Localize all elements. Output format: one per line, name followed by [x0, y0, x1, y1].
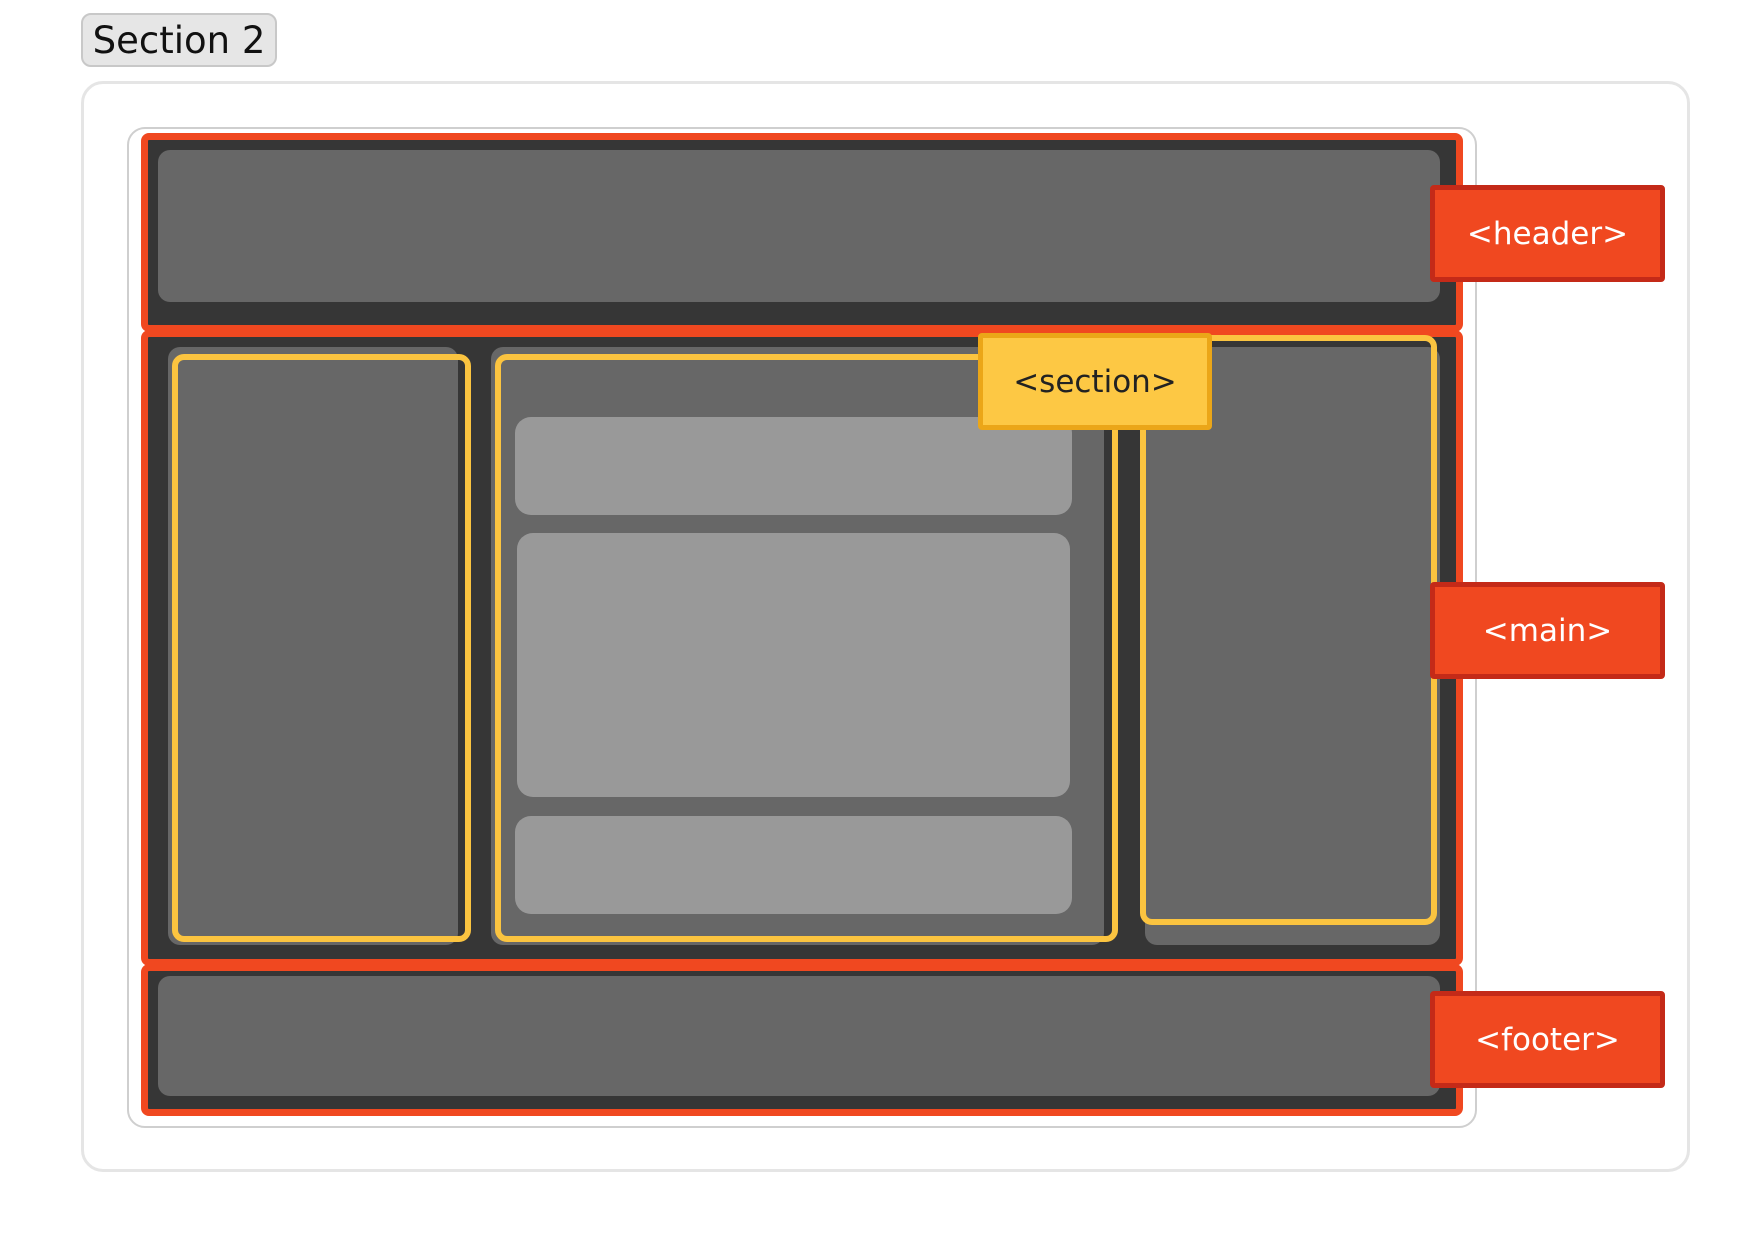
section-tab-label: Section 2	[92, 18, 266, 62]
header-tag-label: <header>	[1466, 215, 1629, 252]
header-region	[141, 133, 1463, 332]
section-tag-label: <section>	[1013, 363, 1177, 400]
main-tag: <main>	[1430, 582, 1665, 679]
article-top-box	[515, 417, 1072, 515]
center-section-outline	[495, 354, 1118, 942]
header-panel	[158, 150, 1440, 302]
left-aside-panel	[168, 347, 458, 945]
article-middle-box	[517, 533, 1070, 797]
footer-panel	[158, 976, 1440, 1096]
footer-region	[141, 964, 1463, 1116]
footer-tag-label: <footer>	[1475, 1021, 1620, 1058]
right-aside-panel	[1145, 347, 1440, 945]
section-tag: <section>	[978, 333, 1212, 430]
section-tab[interactable]: Section 2	[81, 13, 277, 67]
article-bottom-box	[515, 816, 1072, 914]
main-tag-label: <main>	[1482, 612, 1613, 649]
footer-tag: <footer>	[1430, 991, 1665, 1088]
header-tag: <header>	[1430, 185, 1665, 282]
left-section-outline	[172, 354, 471, 942]
main-region	[141, 330, 1463, 966]
center-article-panel	[491, 347, 1104, 945]
